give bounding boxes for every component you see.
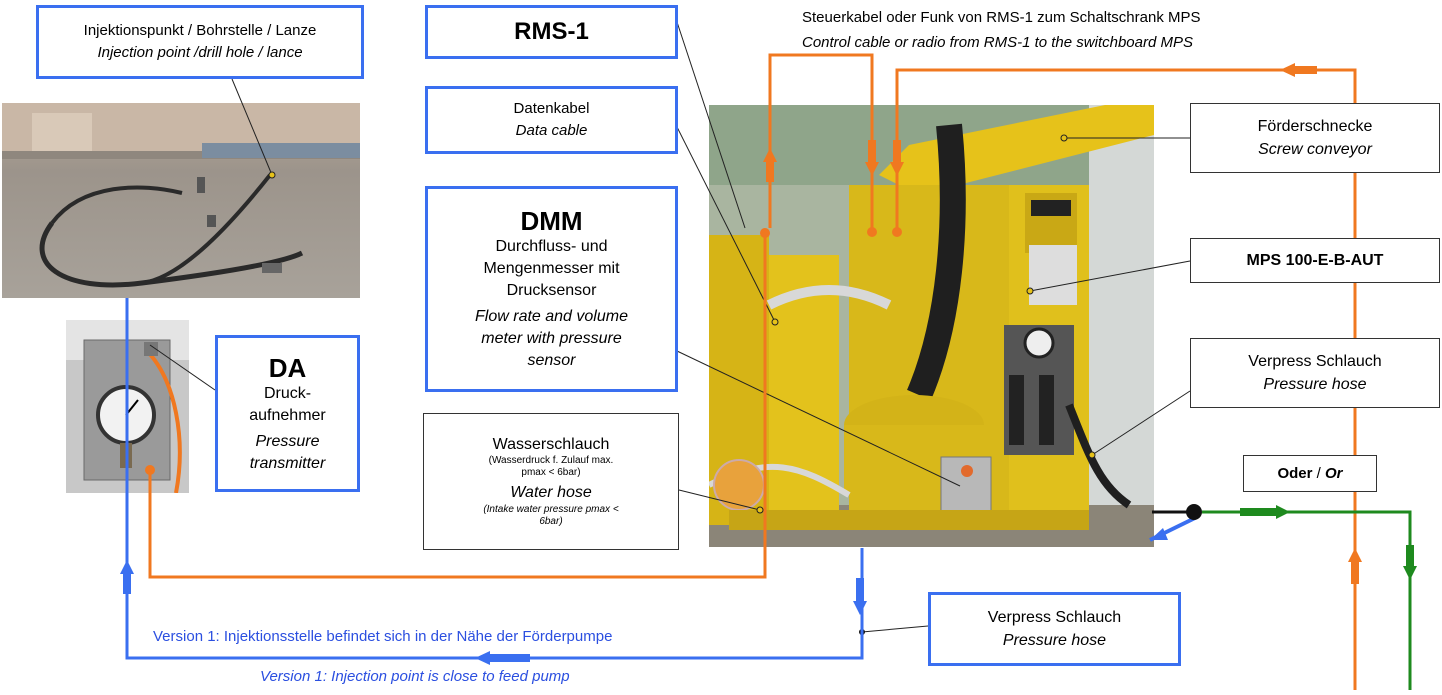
pressure-hose-right-de: Verpress Schlauch bbox=[1248, 353, 1382, 370]
dot-screw bbox=[1060, 134, 1068, 142]
dot-injection bbox=[268, 171, 276, 179]
orange-arrow-up-right bbox=[1348, 548, 1362, 562]
water-hose-en-note2: 6bar) bbox=[539, 516, 563, 527]
leader-pressure-hose-bottom bbox=[861, 625, 929, 633]
dmm-de-line3: Drucksensor bbox=[506, 282, 597, 299]
injection-point-label-de: Injektionspunkt / Bohrstelle / Lanze bbox=[83, 22, 317, 39]
orange-arrow-down-2 bbox=[890, 162, 904, 176]
version1-caption-en: Version 1: Injection point is close to f… bbox=[260, 668, 570, 685]
leader-rms bbox=[676, 21, 746, 229]
leader-dmm bbox=[676, 350, 961, 487]
version1-caption-de: Version 1: Injektionsstelle befindet sic… bbox=[153, 628, 613, 645]
dot-data-cable bbox=[771, 318, 779, 326]
screw-conveyor-box: Förderschnecke Screw conveyor bbox=[1190, 103, 1440, 173]
dot-hose bbox=[1088, 451, 1096, 459]
da-de-line2: aufnehmer bbox=[249, 406, 326, 424]
orange-arrow-up bbox=[763, 148, 777, 162]
injection-site-image bbox=[2, 103, 360, 298]
data-cable-box: Datenkabel Data cable bbox=[425, 86, 678, 154]
injection-site-photo bbox=[2, 103, 360, 298]
green-hose-line bbox=[1202, 510, 1412, 690]
pressure-hose-right-en: Pressure hose bbox=[1263, 376, 1367, 393]
da-en-line2: transmitter bbox=[249, 454, 326, 472]
green-arrow-right bbox=[1276, 505, 1290, 519]
blue-arrow-up bbox=[120, 560, 134, 574]
water-hose-de-note2: pmax < 6bar) bbox=[521, 467, 581, 478]
da-title: DA bbox=[268, 352, 307, 383]
orange-control-line-2 bbox=[768, 53, 874, 230]
data-cable-label-de: Datenkabel bbox=[513, 100, 590, 117]
water-hose-box: Wasserschlauch (Wasserdruck f. Zulauf ma… bbox=[423, 413, 679, 550]
or-box: Oder / Or bbox=[1243, 455, 1377, 492]
screw-conveyor-en: Screw conveyor bbox=[1258, 141, 1372, 158]
dmm-en-line2: meter with pressure bbox=[481, 330, 622, 347]
da-de-line1: Druck- bbox=[263, 384, 312, 402]
control-cable-caption-de: Steuerkabel oder Funk von RMS-1 zum Scha… bbox=[802, 9, 1201, 26]
orange-data-cable bbox=[148, 233, 767, 579]
mps-box: MPS 100-E-B-AUT bbox=[1190, 238, 1440, 283]
mps-title: MPS 100-E-B-AUT bbox=[1246, 251, 1384, 269]
blue-arrow-left bbox=[475, 651, 490, 665]
injection-point-label-en: Injection point /drill hole / lance bbox=[97, 44, 303, 61]
pressure-hose-right-box: Verpress Schlauch Pressure hose bbox=[1190, 338, 1440, 408]
rms-box: RMS-1 bbox=[425, 5, 678, 59]
green-arrow-down bbox=[1403, 566, 1417, 580]
leader-da bbox=[149, 344, 216, 391]
blue-arrow-machine bbox=[1150, 528, 1168, 540]
water-hose-de: Wasserschlauch bbox=[492, 436, 610, 453]
or-en: Or bbox=[1325, 465, 1343, 482]
water-hose-de-note1: (Wasserdruck f. Zulauf max. bbox=[488, 455, 614, 466]
dmm-en-line3: sensor bbox=[527, 352, 576, 369]
mps-machine-photo bbox=[709, 105, 1154, 547]
or-de: Oder bbox=[1277, 465, 1313, 482]
orange-arrow-left-top bbox=[1280, 63, 1295, 77]
data-cable-label-en: Data cable bbox=[515, 122, 588, 139]
pressure-hose-bottom-box: Verpress Schlauch Pressure hose bbox=[928, 592, 1181, 666]
rms-title: RMS-1 bbox=[514, 18, 589, 45]
leader-injection bbox=[231, 78, 273, 176]
injection-point-box: Injektionspunkt / Bohrstelle / Lanze Inj… bbox=[36, 5, 364, 79]
blue-arrow-down bbox=[853, 601, 867, 615]
dot-water-hose bbox=[756, 506, 764, 514]
water-hose-en: Water hose bbox=[510, 484, 592, 501]
leader-mps bbox=[1029, 260, 1191, 292]
da-box: DA Druck- aufnehmer Pressure transmitter bbox=[215, 335, 360, 492]
pressure-hose-bottom-en: Pressure hose bbox=[1002, 632, 1107, 649]
leader-data-cable bbox=[675, 124, 776, 323]
or-sep: / bbox=[1312, 465, 1325, 482]
control-cable-caption-en: Control cable or radio from RMS-1 to the… bbox=[802, 34, 1193, 51]
dmm-de-line2: Mengenmesser mit bbox=[483, 260, 620, 277]
dmm-box: DMM Durchfluss- und Mengenmesser mit Dru… bbox=[425, 186, 678, 392]
dmm-en-line1: Flow rate and volume bbox=[475, 308, 628, 325]
leader-water-hose bbox=[678, 489, 761, 511]
hose-junction bbox=[1186, 504, 1202, 520]
dmm-title: DMM bbox=[520, 206, 583, 236]
leader-pressure-hose-right bbox=[1091, 390, 1191, 456]
screw-conveyor-de: Förderschnecke bbox=[1257, 118, 1373, 135]
pressure-hose-bottom-de: Verpress Schlauch bbox=[987, 609, 1122, 626]
dmm-de-line1: Durchfluss- und bbox=[495, 238, 608, 255]
dot-mps bbox=[1026, 287, 1034, 295]
water-hose-en-note1: (Intake water pressure pmax < bbox=[483, 504, 619, 515]
da-en-line1: Pressure bbox=[255, 432, 320, 450]
orange-arrow-down-1 bbox=[865, 162, 879, 176]
mps-machine-image bbox=[709, 105, 1154, 547]
